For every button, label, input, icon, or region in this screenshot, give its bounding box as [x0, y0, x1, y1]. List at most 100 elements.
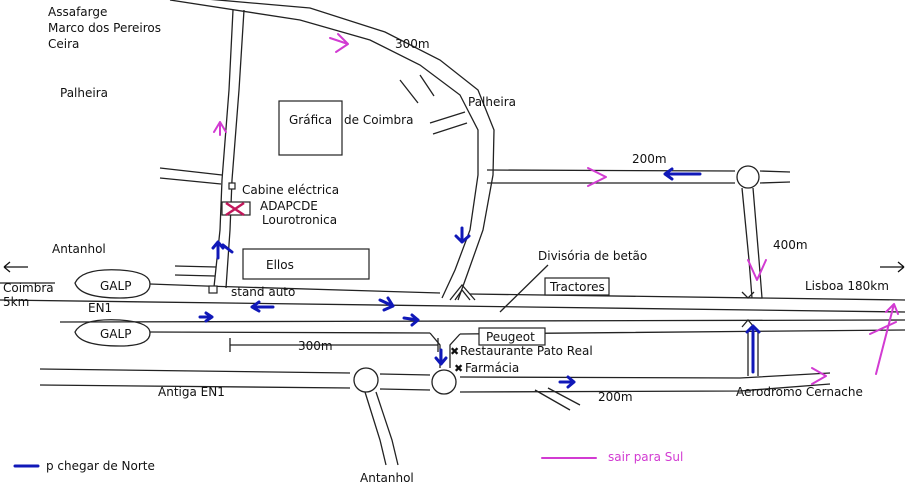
- legend: p chegar de Norte sair para Sul: [13, 450, 683, 473]
- label-ellos: Ellos: [266, 258, 294, 272]
- legend-north-label: p chegar de Norte: [46, 459, 155, 473]
- label-farmacia: Farmácia: [465, 361, 519, 375]
- divisoria-pointer: [499, 264, 549, 313]
- label-antanhol-south: Antanhol: [360, 471, 414, 485]
- en1-line-3: [59, 319, 906, 323]
- grafica-building: [278, 100, 343, 156]
- pink-arrow-top: [329, 33, 349, 53]
- farmacia-marker: ✖: [454, 362, 463, 375]
- label-400m: 400m: [773, 238, 808, 252]
- label-palheira-east: Palheira: [468, 95, 516, 109]
- en1-line-2: [0, 299, 906, 313]
- blue-arrow-en1-2: [198, 311, 214, 323]
- label-grafica-2: de Coimbra: [344, 113, 413, 127]
- north-route-arrows: [198, 167, 761, 389]
- east-road-a: [486, 169, 791, 173]
- coimbra-arrow-icon: [3, 261, 28, 273]
- spur-1: [399, 74, 435, 104]
- pink-arrow-up-west: [213, 121, 227, 136]
- blue-arrow-en1-3: [378, 296, 395, 312]
- legend-south-label: sair para Sul: [608, 450, 683, 464]
- label-stand: stand auto: [231, 285, 295, 299]
- label-divisoria: Divisória de betão: [538, 249, 647, 263]
- label-200m-top: 200m: [632, 152, 667, 166]
- label-peugeot: Peugeot: [486, 330, 535, 344]
- en1-line-1: [0, 282, 906, 301]
- edge-arrows: [3, 261, 905, 273]
- label-galp-bottom: GALP: [100, 327, 131, 341]
- label-tractores: Tractores: [549, 280, 605, 294]
- road-labels: EN1 Antiga EN1 Divisória de betão: [88, 249, 647, 399]
- roundabout-mid: [353, 367, 379, 393]
- building-labels: Gráfica de Coimbra Cabine eléctrica ADAP…: [100, 113, 605, 375]
- galp-bottom-shape: [74, 319, 151, 347]
- pink-arrow-lisboa: [869, 303, 899, 375]
- label-restaurante: Restaurante Pato Real: [460, 344, 593, 358]
- label-300m-top: 300m: [395, 37, 430, 51]
- adapcde-cross: [225, 201, 245, 217]
- blue-arrow-up-aero: [745, 324, 761, 374]
- blue-arrow-down-curve: [454, 226, 471, 244]
- label-galp-top: GALP: [100, 279, 131, 293]
- label-coimbra-km: 5km: [3, 295, 29, 309]
- galp-top-shape: [74, 269, 151, 299]
- label-assafarge: Assafarge: [48, 5, 107, 19]
- distance-labels: 300m 200m 400m 300m 200m: [298, 37, 808, 404]
- label-lourotronica: Lourotronica: [262, 213, 337, 227]
- label-coimbra: Coimbra: [3, 281, 54, 295]
- label-300m-mid: 300m: [298, 339, 333, 353]
- south-road-b: [375, 391, 399, 466]
- antiga-en1-line-a: [39, 368, 831, 379]
- spur-west-2: [174, 265, 217, 277]
- cabine-marker: [228, 182, 236, 190]
- label-antanhol-west: Antanhol: [52, 242, 106, 256]
- ellos-building: [242, 248, 370, 280]
- label-ceira: Ceira: [48, 37, 79, 51]
- label-en1: EN1: [88, 301, 112, 315]
- label-200m-bottom: 200m: [598, 390, 633, 404]
- pink-arrow-down-400: [747, 259, 767, 281]
- spur-gap: [449, 283, 476, 301]
- peugeot-box: [478, 327, 546, 346]
- distance-bar-300: [229, 338, 439, 352]
- blue-arrow-up-west: [211, 240, 234, 260]
- galp-stations: [74, 269, 151, 347]
- label-antiga-en1: Antiga EN1: [158, 385, 225, 399]
- curve-road-a: [169, 0, 479, 299]
- roundabout-farmacia: [431, 369, 457, 395]
- label-lisboa: Lisboa 180km: [805, 279, 889, 293]
- vert-400-b: [752, 187, 763, 299]
- blue-arrow-en1-4: [402, 313, 420, 327]
- label-grafica: Gráfica: [289, 113, 332, 127]
- blue-arrow-east-1: [663, 167, 702, 181]
- label-cabine: Cabine eléctrica: [242, 183, 339, 197]
- diag-road: [534, 387, 581, 411]
- lisboa-arrow-icon: [880, 261, 905, 273]
- east-road-b: [487, 181, 791, 184]
- spur-west-1: [159, 167, 223, 185]
- pink-arrow-aero: [811, 367, 827, 385]
- tractores-box: [544, 277, 610, 296]
- south-route-arrows: [213, 33, 899, 385]
- label-aerodromo: Aerodromo Cernache: [736, 385, 863, 399]
- label-palheira-west: Palheira: [60, 86, 108, 100]
- stand-marker: [208, 285, 218, 294]
- restaurante-marker: ✖: [450, 345, 459, 358]
- blue-arrow-down-peugeot: [434, 348, 448, 366]
- vert-400-a: [741, 187, 753, 299]
- label-marco: Marco dos Pereiros: [48, 21, 161, 35]
- blue-arrow-en1-1: [250, 300, 275, 313]
- blue-arrow-antiga: [558, 375, 576, 389]
- west-road-b: [225, 9, 245, 289]
- pink-arrow-east-road: [587, 167, 607, 187]
- label-adapcde: ADAPCDE: [260, 199, 318, 213]
- antiga-en1-line-b: [39, 383, 831, 393]
- lisboa-merge: [741, 291, 755, 328]
- place-labels: Assafarge Marco dos Pereiros Ceira Palhe…: [3, 5, 889, 485]
- spur-2: [429, 111, 468, 135]
- roundabout-east: [736, 165, 760, 189]
- south-road-a: [364, 391, 387, 466]
- curve-road-b: [210, 0, 495, 301]
